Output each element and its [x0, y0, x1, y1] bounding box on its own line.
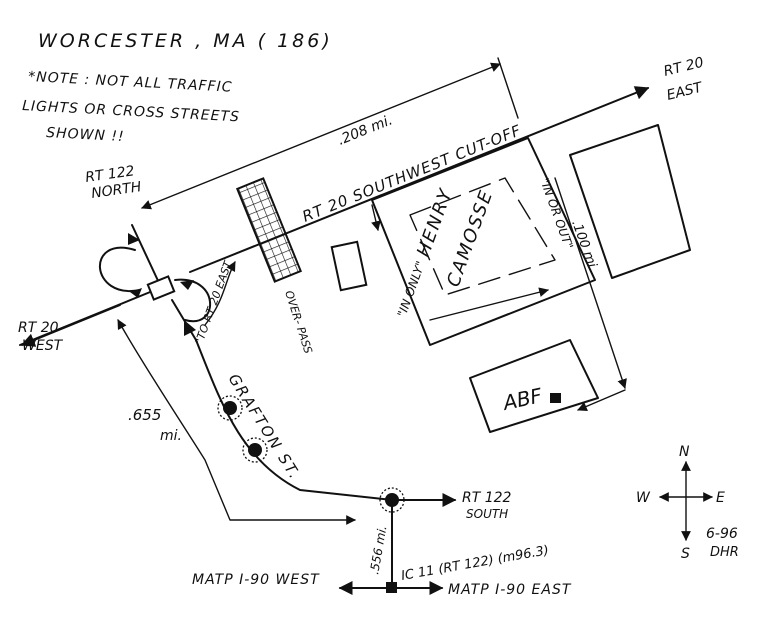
- note-line-2: LIGHTS OR CROSS STREETS: [22, 98, 240, 125]
- rt20-east-label-1: RT 20: [662, 55, 705, 80]
- loop-marker-1: [128, 233, 140, 245]
- compass-n: N: [679, 444, 690, 460]
- loop-marker-4: [184, 320, 196, 336]
- abf-building: [469, 339, 599, 433]
- interchange-loop-west: [98, 246, 141, 293]
- traffic-light-icon: [379, 487, 405, 513]
- map-title: WORCESTER , MA ( 186): [38, 30, 333, 52]
- dist-556-label: .556 mi.: [367, 524, 389, 575]
- loop-marker-3: [180, 280, 194, 290]
- rt20-west-arrow: [20, 304, 121, 347]
- dist-100-line: [554, 177, 627, 389]
- abf-label: ABF: [499, 383, 544, 415]
- rt20-east-label-2: EAST: [665, 79, 705, 104]
- railroad-overpass: [235, 177, 303, 283]
- small-building: [330, 240, 368, 292]
- rt122-south-label-1: RT 122: [462, 490, 512, 506]
- dist-655-label-1: .655: [128, 406, 161, 424]
- credit-date: 6-96: [706, 526, 738, 542]
- dist-208-extension: [497, 57, 519, 119]
- in-only-arrow: [371, 204, 381, 231]
- adjacent-building: [569, 124, 691, 279]
- rt122-north-label-1: RT 122: [84, 163, 135, 186]
- site-exit-arrow: [429, 287, 549, 321]
- note-line-1: *NOTE : NOT ALL TRAFFIC: [28, 69, 233, 96]
- note-line-3: SHOWN !!: [46, 125, 125, 145]
- ic11-interchange-marker: [386, 582, 397, 593]
- compass-e: E: [716, 490, 725, 506]
- rt20-west-label-1: RT 20: [18, 320, 59, 336]
- loop-marker-2: [130, 288, 142, 298]
- rt20-west-label-2: WEST: [22, 338, 64, 354]
- dist-655-line: [117, 319, 356, 525]
- henry-camosse-building: [371, 137, 596, 346]
- henry-label: HENRY: [413, 185, 457, 260]
- matp-i90-west-label: MATP I-90 WEST: [192, 572, 320, 588]
- abf-door-marker: [550, 393, 561, 403]
- rt122-north-label-2: NORTH: [90, 179, 143, 202]
- overpass-label: OVER- PASS: [282, 289, 315, 355]
- rt122-road-north: [131, 224, 161, 286]
- matp-i90-east-label: MATP I-90 EAST: [448, 582, 572, 598]
- compass-w: W: [636, 490, 651, 506]
- compass-s: S: [681, 546, 690, 562]
- traffic-light-icon: [242, 437, 268, 463]
- dist-100-extension: [577, 389, 626, 412]
- dist-208-line: [141, 62, 501, 210]
- ic11-label: IC 11 (RT 122) (m96.3): [400, 543, 550, 584]
- rt122-south-label-2: SOUTH: [466, 507, 508, 521]
- dist-655-label-2: mi.: [160, 428, 182, 444]
- interchange-bridge: [146, 275, 176, 301]
- ramp-to-rt20-east: [204, 261, 236, 326]
- credit-initials: DHR: [710, 545, 739, 560]
- henry-camosse-inner-outline: [409, 177, 556, 296]
- grafton-street-label: GRAFTON ST.: [225, 371, 305, 484]
- to-rt20-east-label: "TO RT 20 EAST: [193, 258, 236, 346]
